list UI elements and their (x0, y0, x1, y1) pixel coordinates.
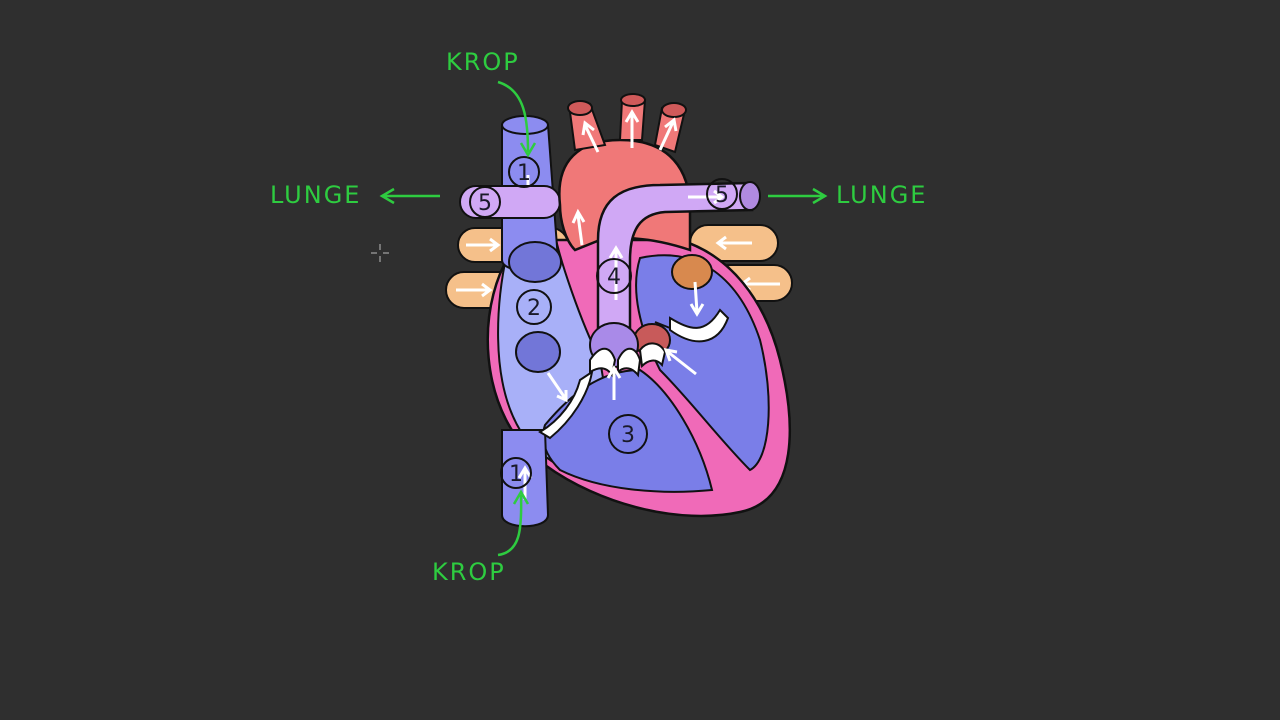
cursor-crosshair-icon (371, 244, 389, 262)
svg-text:2: 2 (527, 296, 541, 321)
marker-5-left: 5 (469, 186, 501, 218)
marker-2: 2 (516, 289, 552, 325)
svg-text:4: 4 (607, 265, 621, 290)
annotation-lung-right: LUNGE (768, 181, 927, 209)
arrow-body-top-in (497, 80, 537, 158)
left-atrium-opening (671, 254, 713, 290)
svg-text:KROP: KROP (446, 48, 520, 76)
svg-text:3: 3 (621, 423, 635, 448)
svg-text:5: 5 (715, 183, 729, 208)
marker-1-bottom: 1 (500, 457, 532, 489)
marker-4: 4 (596, 258, 632, 294)
svg-text:1: 1 (509, 462, 523, 487)
svg-text:1: 1 (517, 161, 531, 186)
valves (538, 308, 730, 440)
marker-3: 3 (608, 414, 648, 454)
svg-text:5: 5 (478, 191, 492, 216)
svg-text:LUNGE: LUNGE (270, 181, 361, 209)
svg-text:KROP: KROP (432, 558, 506, 586)
flow-arrows (546, 281, 705, 403)
marker-5-right: 5 (706, 178, 738, 210)
arrow-to-lung-left (379, 187, 440, 205)
annotation-lung-left: LUNGE (270, 181, 440, 209)
marker-1-top: 1 (508, 156, 540, 188)
svg-text:LUNGE: LUNGE (836, 181, 927, 209)
annotation-body-bottom: KROP (432, 489, 530, 586)
annotation-body-top: KROP (446, 48, 537, 158)
arrow-to-lung-right (768, 187, 828, 205)
arrow-body-bottom-in (497, 489, 530, 557)
